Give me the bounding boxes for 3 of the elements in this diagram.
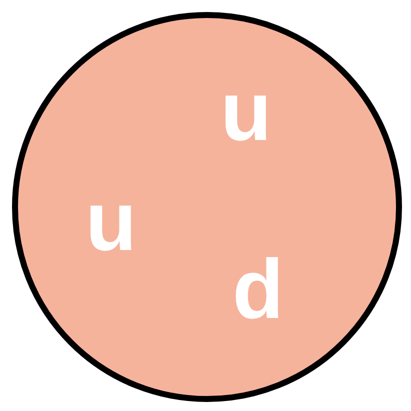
quark-letter: u	[85, 179, 137, 263]
quark-letter: d	[232, 247, 284, 331]
quark-letter: u	[220, 69, 272, 153]
